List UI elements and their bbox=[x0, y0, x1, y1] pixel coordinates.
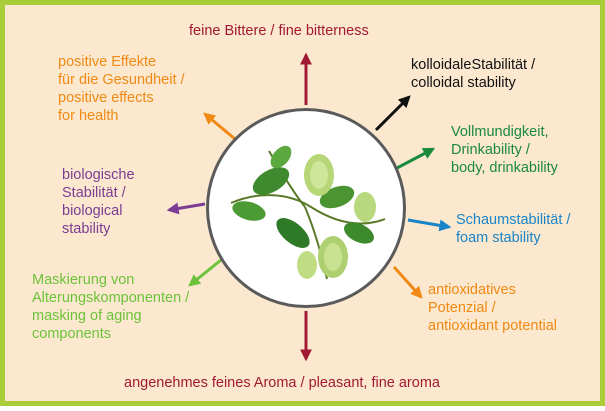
arrow-health bbox=[205, 114, 235, 139]
label-colloidal-stability: kolloidaleStabilität / colloidal stabili… bbox=[411, 56, 535, 92]
label-foam-stability: Schaumstabilität / foam stability bbox=[456, 211, 570, 247]
label-biological-stability: biologische Stabilität / biological stab… bbox=[62, 166, 135, 238]
label-masking-aging: Maskierung von Alterungskomponenten / ma… bbox=[32, 271, 189, 343]
label-body-drinkability: Vollmundigkeit, Drinkability / body, dri… bbox=[451, 123, 558, 177]
arrow-body bbox=[397, 149, 433, 168]
arrow-colloidal bbox=[376, 97, 409, 130]
arrow-biological bbox=[169, 204, 205, 210]
label-antioxidant-potential: antioxidatives Potenzial / antioxidant p… bbox=[428, 281, 557, 335]
arrow-foam bbox=[408, 220, 449, 227]
hop-plant-photo bbox=[206, 108, 406, 308]
hop-plant-icon bbox=[209, 111, 403, 305]
label-bitterness: feine Bittere / fine bitterness bbox=[189, 22, 369, 40]
label-aroma: angenehmes feines Aroma / pleasant, fine… bbox=[124, 374, 440, 392]
arrow-antioxidant bbox=[394, 267, 421, 297]
arrow-aging bbox=[190, 260, 221, 285]
label-health-effects: positive Effekte für die Gesundheit / po… bbox=[58, 53, 185, 125]
